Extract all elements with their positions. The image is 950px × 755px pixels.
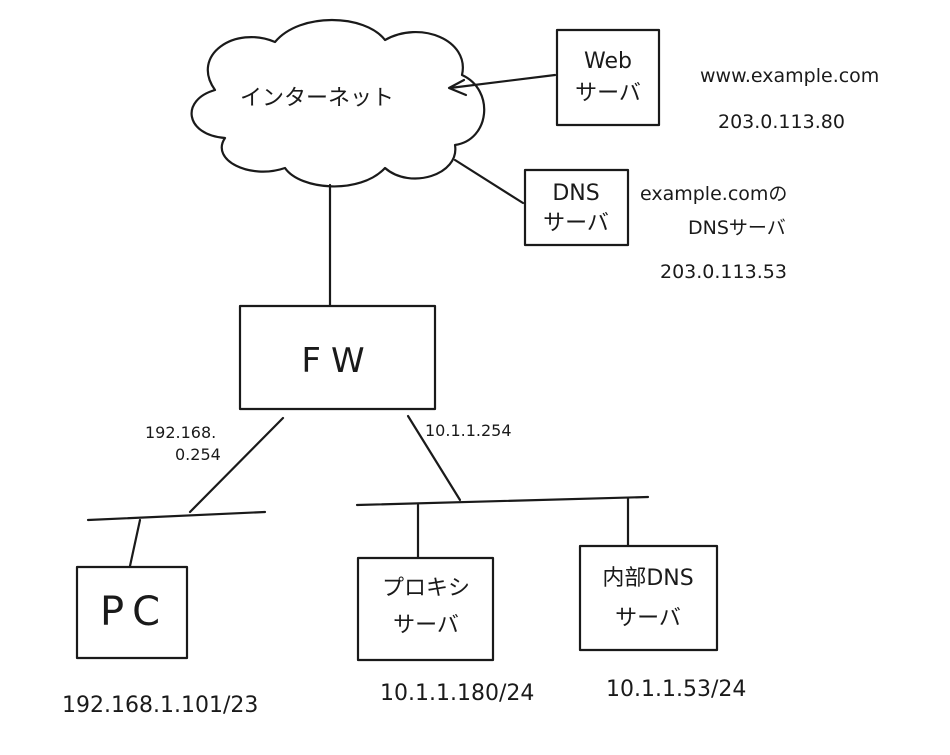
fw-to-right-segment	[406, 414, 462, 502]
web-server-box	[555, 28, 661, 127]
fw-left-ip-2: 0.254	[175, 445, 221, 464]
internet-label: インターネット	[240, 86, 394, 111]
internal-dns-label-1: 内部DNS	[602, 566, 693, 591]
dns-server-desc-2: DNSサーバ	[688, 217, 786, 239]
web-to-internet-arrowhead	[447, 78, 468, 97]
pc-ip: 192.168.1.101/23	[62, 693, 258, 718]
fw-box	[238, 304, 437, 411]
proxy-server-label-1: プロキシ	[382, 576, 470, 601]
proxy-server-ip: 10.1.1.180/24	[380, 681, 534, 706]
proxy-server-box	[356, 556, 495, 662]
dns-server-label-2: サーバ	[543, 211, 609, 236]
dns-to-internet-line	[453, 158, 525, 205]
left-segment	[86, 510, 267, 522]
web-server-ip: 203.0.113.80	[718, 111, 845, 133]
fw-left-ip-1: 192.168.	[145, 423, 216, 442]
dns-server-box	[523, 168, 630, 247]
web-server-hostname: www.example.com	[700, 65, 879, 87]
pc-label: PC	[100, 589, 168, 635]
web-server-label-1: Web	[584, 49, 632, 74]
proxy-server-label-2: サーバ	[393, 613, 459, 638]
fw-label: FW	[301, 341, 374, 381]
web-to-internet-line	[448, 73, 557, 90]
dns-server-label-1: DNS	[552, 181, 599, 206]
fw-right-ip: 10.1.1.254	[425, 421, 512, 440]
internal-dns-ip: 10.1.1.53/24	[606, 677, 746, 702]
internal-dns-server-box	[578, 544, 719, 652]
dns-server-ip: 203.0.113.53	[660, 261, 787, 283]
internal-dns-label-2: サーバ	[615, 606, 681, 631]
internet-cloud	[190, 18, 486, 188]
left-segment-to-pc	[128, 518, 142, 568]
web-server-label-2: サーバ	[575, 81, 641, 106]
dns-server-desc-1: example.comの	[640, 183, 787, 205]
right-segment	[355, 495, 650, 507]
fw-to-left-segment	[188, 416, 285, 514]
pc-box	[75, 565, 189, 660]
